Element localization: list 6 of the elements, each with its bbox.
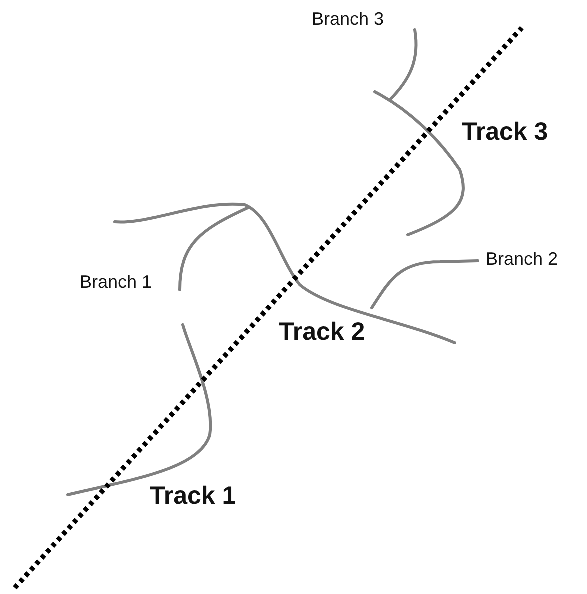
branch-label: Branch 1 xyxy=(80,273,152,291)
track-label: Track 2 xyxy=(279,320,366,345)
branch-label: Branch 3 xyxy=(312,10,384,28)
branch-label: Branch 2 xyxy=(486,250,558,268)
track-label: Track 1 xyxy=(150,484,236,509)
track-label: Track 3 xyxy=(462,120,548,145)
